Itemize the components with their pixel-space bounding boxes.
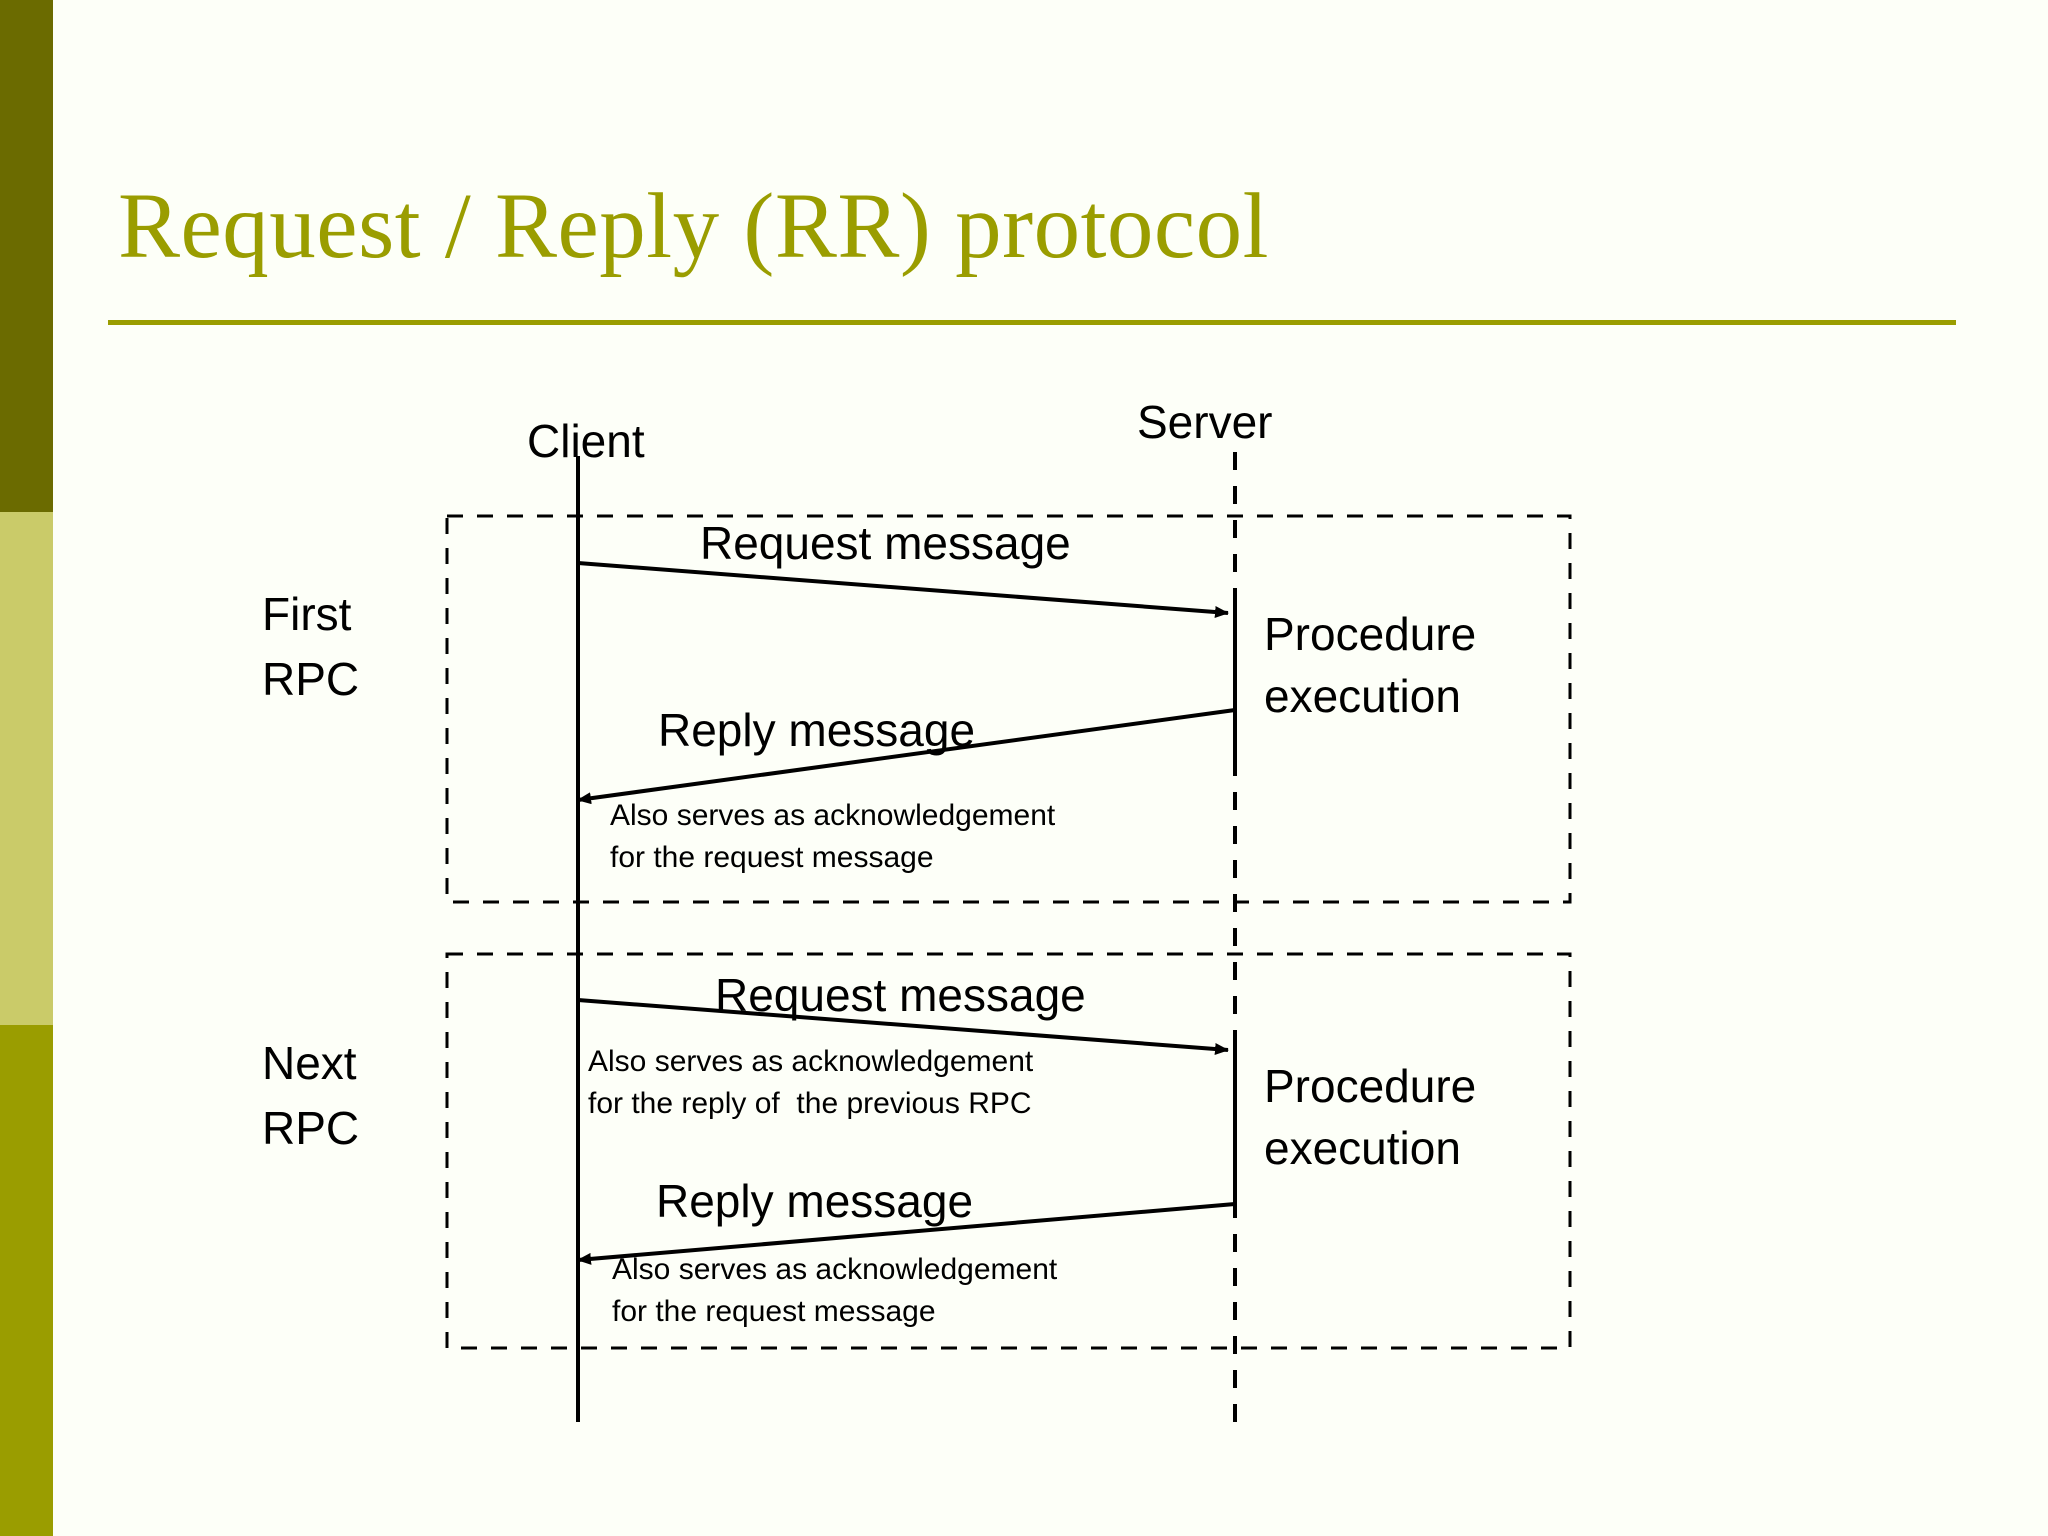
reply-message-arrow-2	[577, 1202, 1236, 1265]
message-note-request-2-line2: for the reply of the previous RPC	[588, 1087, 1032, 1120]
server-activity-next-rpc-line1: Procedure	[1264, 1060, 1477, 1112]
first-rpc-boundary	[445, 514, 1572, 904]
message-note-reply-2-line2: for the request message	[612, 1295, 936, 1328]
message-note-reply-2-line1: Also serves as acknowledgement	[612, 1253, 1058, 1286]
actor-label-client: Client	[527, 415, 645, 467]
message-note-reply-1-line1: Also serves as acknowledgement	[610, 799, 1056, 832]
next-rpc-boundary	[445, 952, 1572, 1350]
message-label-request-2: Request message	[715, 969, 1086, 1021]
phase-label-next-rpc-line2: RPC	[262, 1102, 360, 1154]
message-note-reply-1-line2: for the request message	[610, 841, 934, 874]
server-activity-first-rpc-line1: Procedure	[1264, 608, 1477, 660]
page-title: Request / Reply (RR) protocol	[118, 175, 1270, 278]
reply-message-arrow-1	[577, 708, 1236, 805]
server-activity-next-rpc-line2: execution	[1264, 1122, 1461, 1174]
message-label-reply-1: Reply message	[658, 704, 976, 756]
message-note-request-2-line1: Also serves as acknowledgement	[588, 1045, 1034, 1078]
sidebar-band-medium-olive	[0, 1025, 53, 1536]
request-message-arrow-1	[577, 561, 1229, 618]
message-label-reply-2: Reply message	[656, 1175, 974, 1227]
message-label-request-1: Request message	[700, 517, 1071, 569]
title-underline-rule	[108, 320, 1956, 325]
server-activity-first-rpc-line2: execution	[1264, 670, 1461, 722]
sidebar-band-dark-olive	[0, 0, 53, 512]
phase-label-next-rpc-line1: Next	[262, 1037, 357, 1089]
phase-label-first-rpc-line2: RPC	[262, 653, 360, 705]
phase-label-first-rpc-line1: First	[262, 588, 352, 640]
sidebar-band-light-olive	[0, 512, 53, 1025]
actor-label-server: Server	[1137, 396, 1273, 448]
request-message-arrow-2	[577, 998, 1229, 1055]
